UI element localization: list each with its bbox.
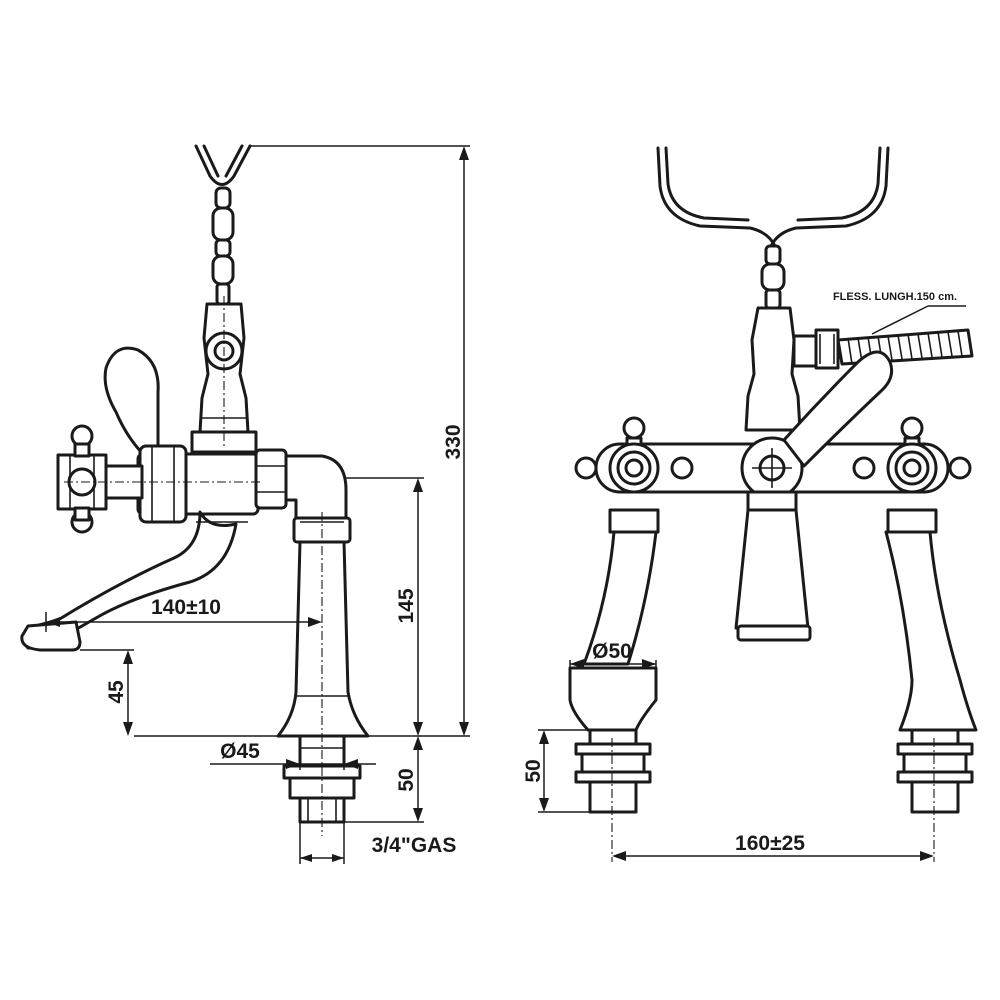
handshower-cradle <box>194 144 252 306</box>
dimension-label-shank-length: 50 <box>395 768 418 791</box>
front-spout <box>734 508 812 642</box>
dimension-shank-length: 50 <box>344 736 424 823</box>
dimension-label-centres: 160±25 <box>735 832 805 855</box>
left-leg <box>568 530 658 814</box>
dimension-thread: 3/4"GAS <box>299 822 457 864</box>
bath-spout <box>20 510 248 652</box>
left-cross-handle <box>574 416 694 534</box>
dimension-label-spout-height: 45 <box>105 680 128 704</box>
riser-column <box>276 540 370 738</box>
dimension-label-spout-reach: 140±10 <box>151 596 221 619</box>
dimension-label-total-height: 330 <box>442 424 465 459</box>
dimension-label-base-diameter: Ø45 <box>220 740 260 763</box>
valve-assembly <box>56 424 288 534</box>
dimension-label-front-shank: 50 <box>522 759 545 782</box>
dimension-leg-diameter: Ø50 <box>569 640 657 669</box>
front-handshower-cradle <box>656 146 890 310</box>
dimension-total-height: 330 <box>134 145 470 737</box>
elbow-connector <box>284 454 352 544</box>
dimension-spout-centre: 145 <box>346 477 424 736</box>
flexible-hose: FLESS. LUNGH.150 cm. <box>833 291 974 366</box>
hose-length-note: FLESS. LUNGH.150 cm. <box>833 291 957 303</box>
front-view: FLESS. LUNGH.150 cm. <box>522 146 978 862</box>
dimension-label-leg-diameter: Ø50 <box>592 640 632 663</box>
dimension-spout-reach: 140±10 <box>45 596 322 632</box>
right-leg <box>884 530 978 814</box>
dimension-label-spout-centre: 145 <box>395 588 418 623</box>
right-cross-handle <box>852 416 972 534</box>
dimension-spout-height: 45 <box>80 649 134 736</box>
front-diverter <box>740 350 894 512</box>
dimension-base-diameter: Ø45 <box>210 740 376 770</box>
diverter-lever <box>103 346 160 460</box>
dimension-front-shank: 50 <box>522 729 590 813</box>
dimension-label-thread: 3/4"GAS <box>372 834 457 857</box>
side-view: 330 145 140±10 45 <box>20 144 470 864</box>
dimension-centres: 160±25 <box>612 832 934 861</box>
